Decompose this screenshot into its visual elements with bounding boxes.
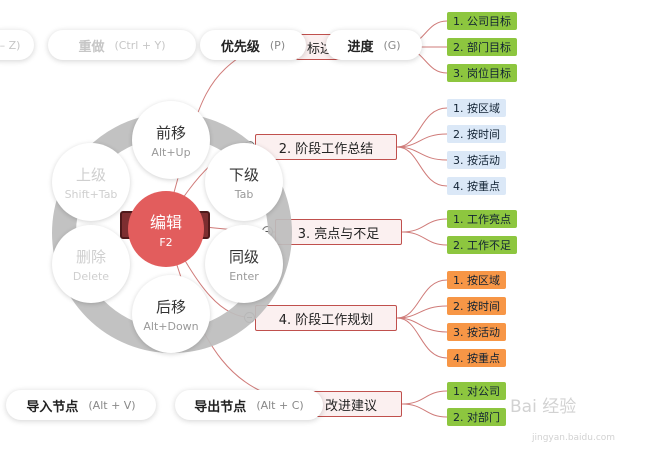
subtopic-4-1[interactable]: 1. 按区域 — [447, 271, 506, 289]
subtopic-5-1[interactable]: 1. 对公司 — [447, 382, 506, 400]
delete-button[interactable]: 删除 Delete — [52, 225, 130, 303]
subtopic-2-2[interactable]: 2. 按时间 — [447, 125, 506, 143]
undo-button[interactable]: – Z) — [0, 30, 34, 60]
move-down-label: 后移 — [155, 297, 186, 316]
topic-2-summary[interactable]: 2. 阶段工作总结 — [255, 134, 397, 160]
sibling-level-button[interactable]: 同级 Enter — [205, 225, 283, 303]
child-level-button[interactable]: 下级 Tab — [205, 143, 283, 221]
subtopic-2-4[interactable]: 4. 按重点 — [447, 177, 506, 195]
subtopic-1-3[interactable]: 3. 岗位目标 — [447, 64, 517, 82]
topic-3-highlights[interactable]: 3. 亮点与不足 — [275, 219, 402, 245]
priority-label: 优先级 — [220, 39, 260, 55]
child-level-label: 下级 — [228, 165, 259, 184]
sibling-level-shortcut: Enter — [229, 269, 259, 283]
sibling-level-label: 同级 — [228, 247, 259, 266]
progress-shortcut: (G) — [383, 38, 401, 52]
subtopic-2-3[interactable]: 3. 按活动 — [447, 151, 506, 169]
topic-5-suggestions[interactable]: 改进建议 — [312, 391, 402, 417]
priority-button[interactable]: 优先级 (P) — [200, 30, 306, 60]
subtopic-1-2[interactable]: 2. 部门目标 — [447, 38, 517, 56]
move-up-label: 前移 — [155, 123, 186, 142]
import-shortcut: (Alt + V) — [88, 398, 136, 412]
undo-shortcut: – Z) — [0, 38, 21, 52]
progress-label: 进度 — [347, 39, 374, 55]
subtopic-4-2[interactable]: 2. 按时间 — [447, 297, 506, 315]
watermark-url: jingyan.baidu.com — [532, 433, 616, 443]
topic-3-label: 3. 亮点与不足 — [297, 226, 380, 242]
topic-5-label: 改进建议 — [325, 398, 378, 414]
child-level-shortcut: Tab — [234, 187, 254, 201]
topic-2-label: 2. 阶段工作总结 — [278, 141, 374, 157]
parent-level-shortcut: Shift+Tab — [64, 187, 118, 201]
subtopic-2-1[interactable]: 1. 按区域 — [447, 99, 506, 117]
import-node-button[interactable]: 导入节点 (Alt + V) — [6, 390, 156, 420]
redo-shortcut: (Ctrl + Y) — [114, 38, 166, 52]
delete-shortcut: Delete — [72, 269, 110, 283]
watermark-logo: Bai 经验 — [510, 397, 577, 417]
topic-4-label: 4. 阶段工作规划 — [278, 312, 374, 328]
edit-label: 编辑 — [149, 213, 182, 232]
edit-button[interactable]: 编辑 F2 — [128, 191, 204, 267]
parent-level-label: 上级 — [75, 165, 106, 184]
edit-shortcut: F2 — [159, 236, 173, 249]
redo-button[interactable]: 重做 (Ctrl + Y) — [48, 30, 196, 60]
export-shortcut: (Alt + C) — [256, 398, 304, 412]
redo-label: 重做 — [78, 39, 105, 55]
subtopic-5-2[interactable]: 2. 对部门 — [447, 408, 506, 426]
export-node-button[interactable]: 导出节点 (Alt + C) — [175, 390, 323, 420]
import-label: 导入节点 — [26, 399, 79, 415]
topic-4-planning[interactable]: 4. 阶段工作规划 — [255, 305, 397, 331]
move-down-shortcut: Alt+Down — [143, 319, 199, 333]
subtopic-4-3[interactable]: 3. 按活动 — [447, 323, 506, 341]
subtopic-1-1[interactable]: 1. 公司目标 — [447, 12, 517, 30]
subtopic-3-2[interactable]: 2. 工作不足 — [447, 236, 517, 254]
progress-button[interactable]: 进度 (G) — [326, 30, 422, 60]
parent-level-button[interactable]: 上级 Shift+Tab — [52, 143, 130, 221]
move-up-button[interactable]: 前移 Alt+Up — [132, 101, 210, 179]
delete-label: 删除 — [75, 247, 106, 266]
move-down-button[interactable]: 后移 Alt+Down — [132, 275, 210, 353]
subtopic-3-1[interactable]: 1. 工作亮点 — [447, 210, 517, 228]
subtopic-4-4[interactable]: 4. 按重点 — [447, 349, 506, 367]
export-label: 导出节点 — [194, 399, 247, 415]
move-up-shortcut: Alt+Up — [151, 145, 191, 159]
priority-shortcut: (P) — [269, 38, 286, 52]
